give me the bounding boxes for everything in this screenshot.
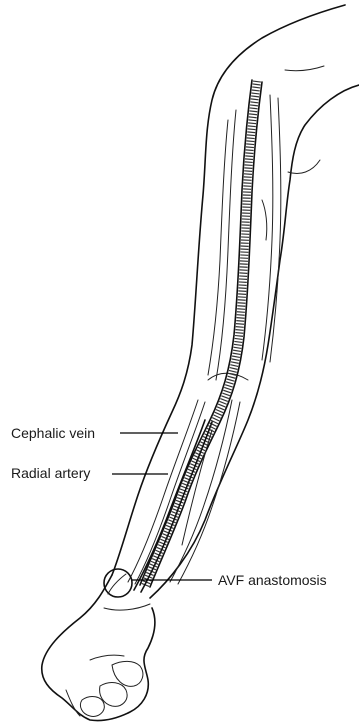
upper-arm-vessel-1 [208,120,228,375]
forearm-vessel-3 [170,400,232,582]
hand-outline [42,575,155,721]
avf-anastomosis-label: AVF anastomosis [218,572,327,588]
radial-artery-label: Radial artery [11,465,90,481]
wrist-crease [104,604,150,610]
upper-arm-vessel-5 [285,66,324,71]
finger-3 [80,697,104,717]
upper-arm-muscle [262,200,267,240]
arm-outline-outer [112,5,345,575]
palm-line [90,655,124,660]
cephalic-vein-label: Cephalic vein [11,425,95,441]
